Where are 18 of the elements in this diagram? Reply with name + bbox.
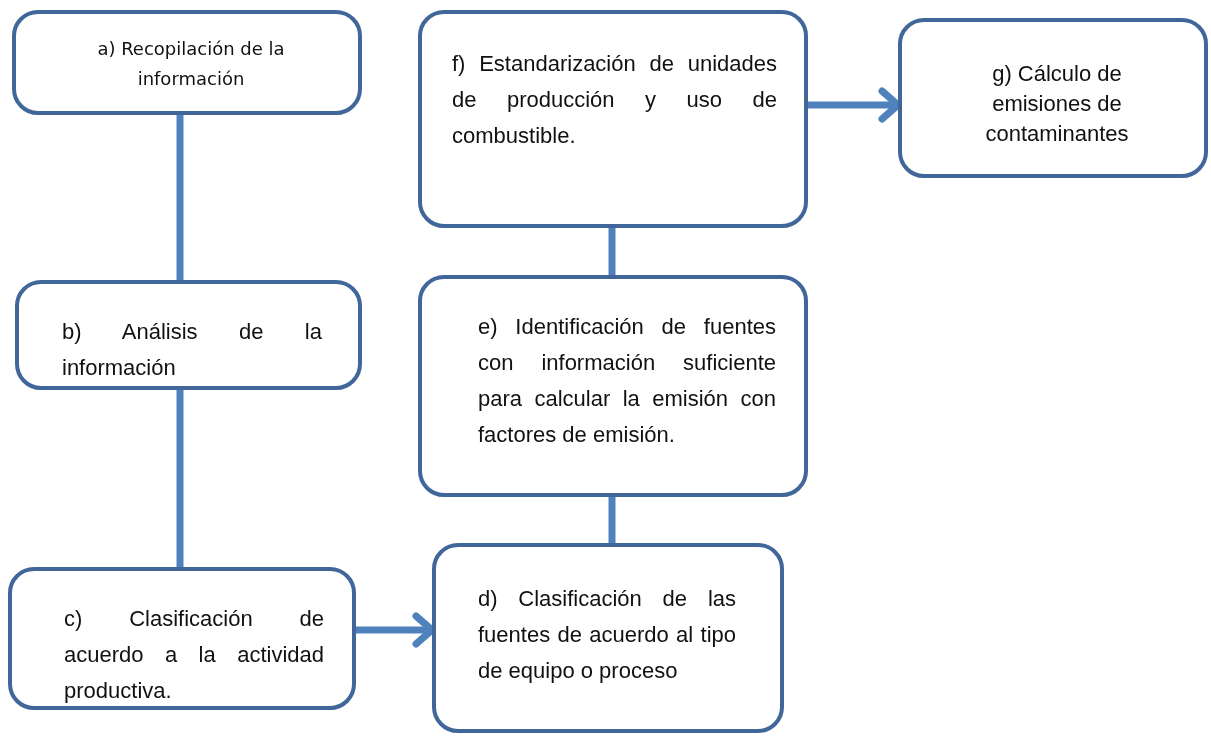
step-text: d) Clasificación de las fuentes de acuerdo al tipo de equipo o proceso xyxy=(478,585,736,685)
step-text: f) Estandarización de unidades de producción y uso de combustible. xyxy=(452,50,777,150)
process-box xyxy=(8,567,356,710)
connector-line xyxy=(176,115,184,280)
connector-line xyxy=(608,497,616,543)
process-box xyxy=(418,275,808,497)
connector-line xyxy=(176,390,184,567)
process-box xyxy=(12,10,362,115)
step-text: e) Identificación de fuentes con información suficiente para calcular la emisión con factores de emisión. xyxy=(478,313,776,449)
connector-line xyxy=(608,228,616,275)
step-text: a) Recopilación de la información xyxy=(96,37,286,91)
process-box xyxy=(432,543,784,733)
step-text: b) Análisis de la información xyxy=(62,318,322,382)
process-box xyxy=(898,18,1208,178)
step-text: c) Clasificación de acuerdo a la actividad productiva. xyxy=(64,605,324,705)
step-text: g) Cálculo de emisiones de contaminantes xyxy=(984,60,1130,148)
process-box xyxy=(418,10,808,228)
process-box xyxy=(15,280,362,390)
